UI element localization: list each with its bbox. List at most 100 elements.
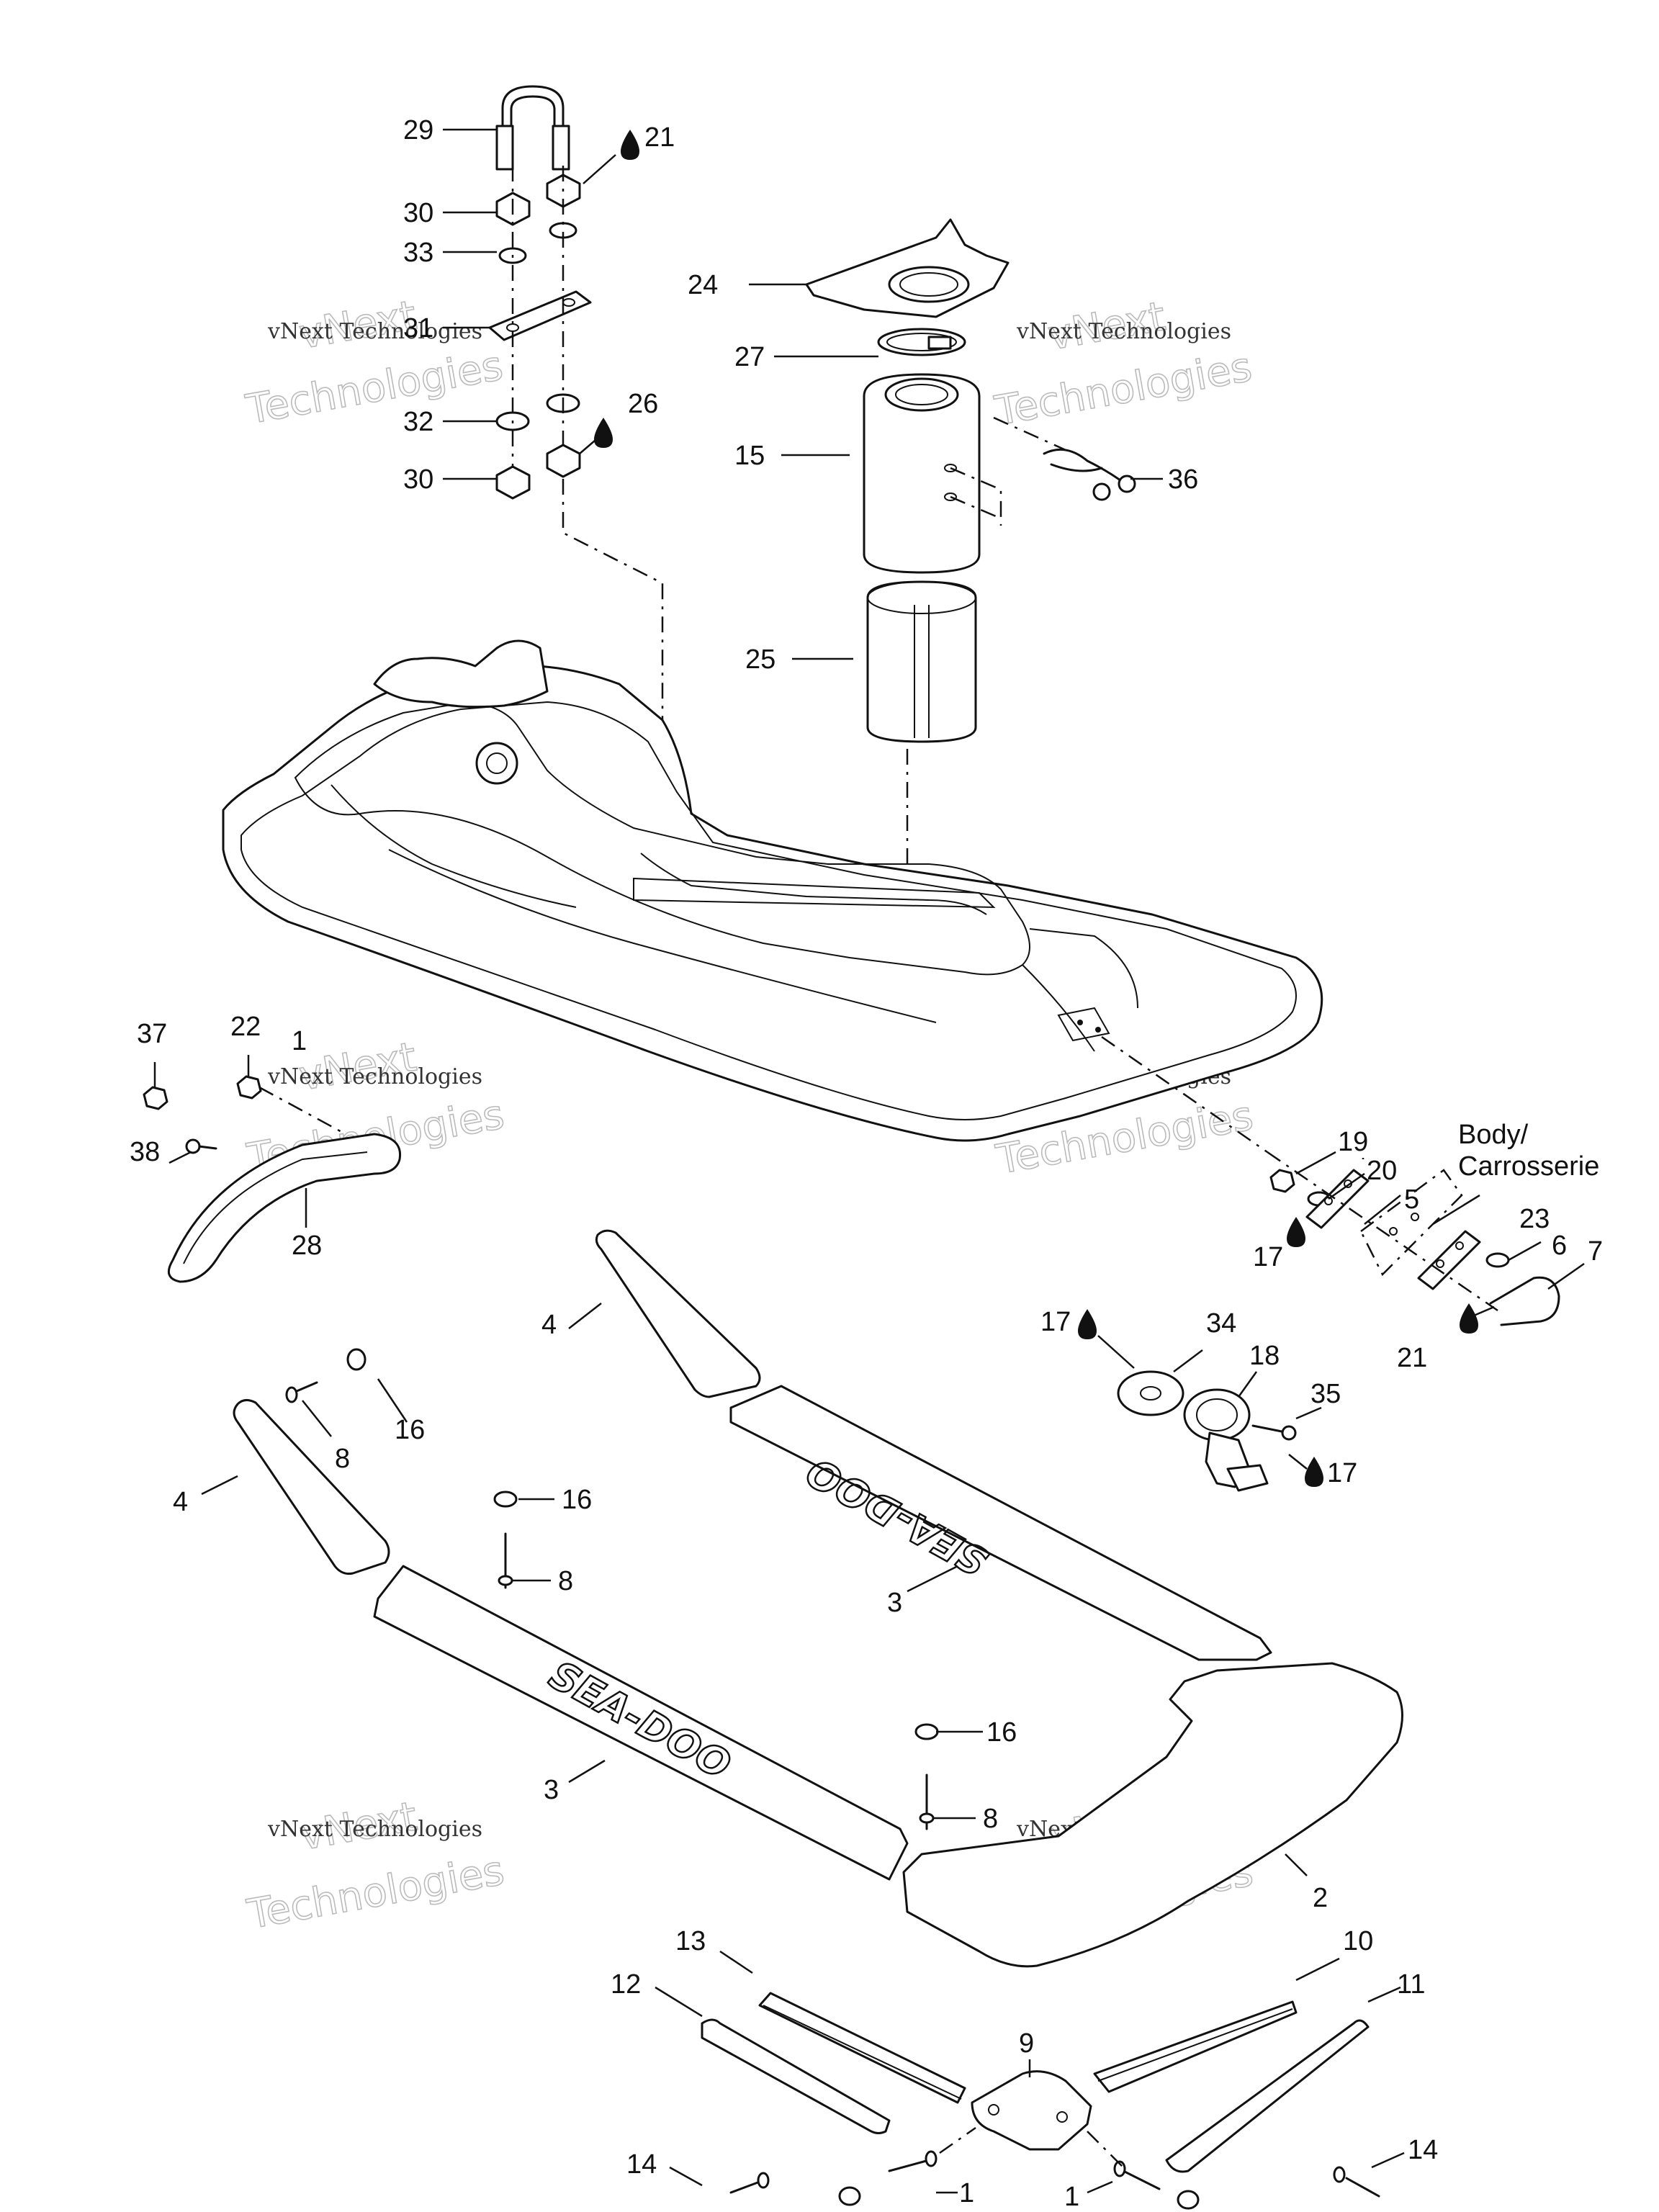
axis-to-hull	[562, 479, 664, 749]
body-hole-b	[1411, 1213, 1419, 1221]
callout-14-left: 14	[626, 2149, 657, 2180]
callout-22: 22	[230, 1012, 261, 1042]
rivet-8-b-head	[498, 1575, 513, 1586]
container-15-opening	[895, 384, 948, 405]
callout-28: 28	[292, 1231, 322, 1261]
container-hole-2	[944, 493, 957, 501]
callout-16-c: 16	[986, 1717, 1017, 1748]
container-axis-1	[950, 467, 1002, 526]
watermark-small-5: vNext Technologies	[267, 1817, 482, 1842]
callout-34: 34	[1206, 1308, 1236, 1339]
nut-26-lower	[546, 444, 581, 478]
rivet-14-left-head	[757, 2172, 770, 2189]
cap-bottom-left	[838, 2186, 861, 2206]
body-label-line1: Body/	[1458, 1120, 1529, 1150]
bottom-trim-assembly	[701, 1992, 1380, 2210]
drain-18-flange	[1183, 1388, 1251, 1442]
strap-36-loop	[1050, 463, 1103, 472]
callout-19: 19	[1338, 1127, 1368, 1157]
trim-9-hole-b	[1056, 2111, 1068, 2123]
bumper-axis	[258, 1086, 346, 1136]
callout-17-drain: 17	[1040, 1307, 1071, 1337]
hull-contour-2	[388, 849, 937, 1023]
cap-16-b	[493, 1491, 518, 1508]
bracket-24-inner	[899, 272, 958, 297]
drain-18-plug	[1226, 1464, 1269, 1492]
side-mat-upper-4	[595, 1229, 761, 1398]
washer-6	[1485, 1252, 1510, 1268]
body-hole-a	[1389, 1227, 1398, 1236]
side-mat-upper-outline	[595, 1229, 761, 1398]
bracket-24	[805, 218, 1010, 318]
watermark-small-3: vNext Technologies	[267, 1064, 482, 1089]
trim-10	[1093, 2000, 1298, 2093]
u-bolt-thread-right	[552, 125, 570, 171]
clamp-27-inner	[886, 333, 957, 351]
nut-30-lower	[495, 465, 531, 500]
drop-icon-21b	[1460, 1303, 1478, 1334]
callout-20: 20	[1367, 1156, 1397, 1186]
callout-9: 9	[1019, 2028, 1034, 2059]
drop-icon-26	[594, 418, 613, 448]
container-axis-2	[950, 495, 1002, 520]
rivet-1-right	[1122, 2170, 1161, 2190]
callout-37: 37	[137, 1019, 167, 1049]
drain-plug-assembly	[1117, 1370, 1297, 1492]
callout-6: 6	[1552, 1231, 1567, 1261]
callout-24: 24	[688, 270, 718, 300]
callout-1-bottom-right: 1	[1064, 2182, 1079, 2212]
watermark-big-text-2: Technologies	[992, 343, 1256, 435]
callout-15: 15	[734, 441, 765, 471]
callout-1-bottom-left: 1	[959, 2178, 974, 2208]
callout-14-right: 14	[1408, 2135, 1438, 2165]
watermark-big-text-5: Technologies	[243, 1847, 508, 1938]
callout-13: 13	[675, 1926, 706, 1956]
callout-33: 33	[403, 238, 433, 268]
callout-29: 29	[403, 115, 433, 145]
callout-8-a: 8	[335, 1444, 350, 1474]
watermark-big-text-1: Technologies	[243, 343, 507, 434]
steering-cap-inner	[486, 752, 508, 774]
container-15	[863, 373, 981, 574]
hull-rear-axis	[1101, 1035, 1268, 1154]
callout-3-lower: 3	[544, 1775, 559, 1805]
callout-23: 23	[1519, 1204, 1550, 1234]
rivet-14-right-head	[1333, 2166, 1346, 2183]
callout-1-upper: 1	[292, 1026, 307, 1056]
lubricant-symbols	[594, 130, 1478, 1487]
callout-2: 2	[1313, 1883, 1328, 1913]
rivet-8-c-head	[919, 1812, 935, 1824]
container-assembly	[805, 218, 1136, 893]
watermark-small-1: vNext Technologies	[267, 319, 482, 344]
callout-17-screw: 17	[1327, 1458, 1357, 1488]
screw-38-head	[185, 1138, 201, 1154]
rivet-8-a-head	[285, 1386, 298, 1403]
callout-8-b: 8	[558, 1566, 573, 1596]
mat-lower-3-outline	[373, 1565, 909, 1881]
trim-12	[701, 2018, 891, 2134]
trim-9	[971, 2070, 1092, 2151]
trim-axis-left	[939, 2126, 976, 2154]
callout-17-body: 17	[1253, 1242, 1283, 1272]
body-fastener-assembly	[1267, 1151, 1560, 1326]
strap-36	[1043, 448, 1125, 484]
callout-32: 32	[403, 407, 433, 437]
steering-handlebar	[373, 639, 549, 709]
rivet-14-left	[729, 2180, 761, 2194]
trim-9-hole-a	[988, 2104, 999, 2116]
trim-13-groove	[763, 2005, 962, 2100]
callout-16-b: 16	[562, 1485, 592, 1515]
callout-5: 5	[1404, 1184, 1419, 1215]
rivet-set-c	[914, 1723, 939, 1830]
hull-footwell	[1029, 928, 1138, 1009]
callout-31: 31	[403, 313, 433, 343]
callout-26: 26	[628, 389, 658, 419]
hull-rear-bracket	[1057, 1007, 1110, 1042]
drop-icon-17c	[1305, 1457, 1323, 1487]
callout-38: 38	[130, 1137, 160, 1167]
callout-8-c: 8	[983, 1804, 998, 1834]
callout-11: 11	[1397, 1969, 1425, 2000]
watermark-2: Technologies vNext	[991, 292, 1256, 435]
callout-4-lower: 4	[173, 1487, 188, 1517]
trim-11	[1165, 2019, 1370, 2173]
